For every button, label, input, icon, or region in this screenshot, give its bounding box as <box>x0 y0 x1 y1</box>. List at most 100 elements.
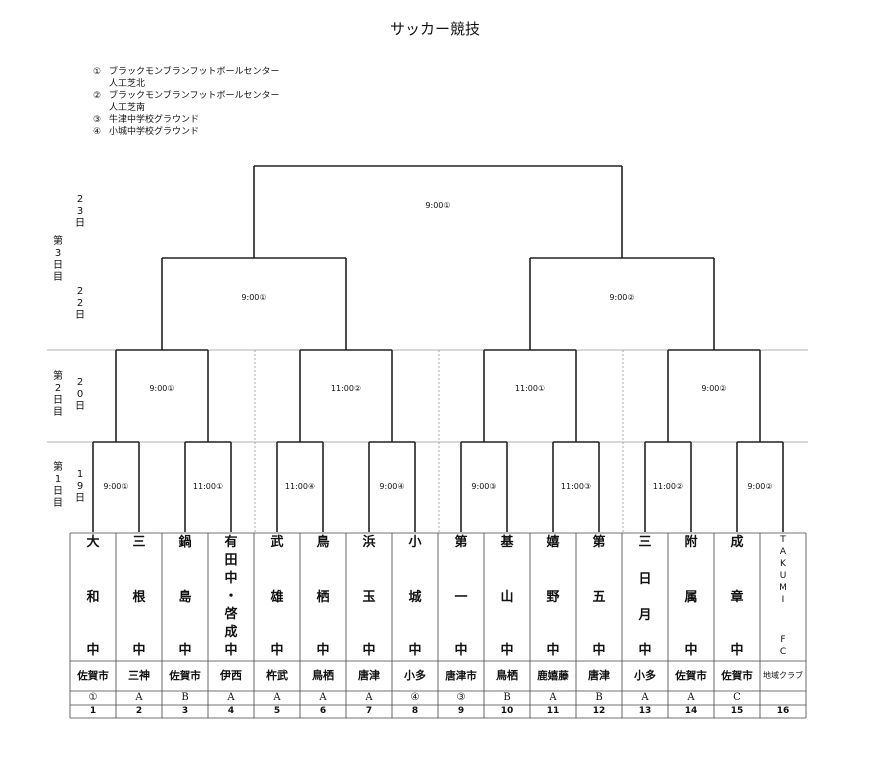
school-name-char: 三 <box>638 535 652 550</box>
school-name-char: 中 <box>86 643 100 658</box>
team-region: 佐賀市 <box>721 670 753 682</box>
school-name-char: 第 <box>592 535 606 550</box>
school-name: 三日月中 <box>622 533 668 661</box>
team-region: 佐賀市 <box>77 670 109 682</box>
team-venue-code: A <box>319 692 327 703</box>
team-region: 佐賀市 <box>169 670 201 682</box>
team-venue-code: B <box>595 692 603 703</box>
school-name-char: ・ <box>224 589 238 604</box>
school-name-char: 中 <box>132 643 146 658</box>
school-name-char: 小 <box>408 535 422 550</box>
school-name-char: 中 <box>500 643 514 658</box>
match-time-first-round: 11:00④ <box>284 482 316 491</box>
school-name-char: 城 <box>408 590 422 605</box>
school-name-char: 中 <box>224 643 238 658</box>
team-slot-number: 2 <box>135 706 143 716</box>
team-venue-code: A <box>227 692 235 703</box>
match-time-semi: 9:00② <box>609 293 635 302</box>
school-name-char: C <box>779 647 787 657</box>
school-name-char: 中 <box>408 643 422 658</box>
team-venue-code: ① <box>88 692 98 703</box>
school-name-char: 中 <box>270 643 284 658</box>
school-name: 三根中 <box>116 533 162 661</box>
team-region: 鳥栖 <box>312 669 334 682</box>
team-venue-code: C <box>733 692 741 703</box>
team-venue-code: A <box>641 692 649 703</box>
school-name-char: 基 <box>500 535 514 550</box>
team-slot-number: 7 <box>365 706 373 716</box>
team-venue-code: A <box>273 692 281 703</box>
school-name-char: 有 <box>224 535 238 550</box>
school-name-char: 田 <box>224 553 238 568</box>
school-name: 鍋島中 <box>162 533 208 661</box>
venue-number: ① <box>93 67 102 77</box>
school-name-char: 根 <box>132 590 146 605</box>
school-name: 浜玉中 <box>346 533 392 661</box>
team-region: 地域クラブ <box>763 671 803 680</box>
team-region: 鹿嬉藤 <box>537 670 569 682</box>
school-name-char: F <box>780 635 786 645</box>
school-name-char: 嬉 <box>546 535 560 550</box>
team-slot-number: 8 <box>411 706 419 716</box>
team-venue-code: A <box>687 692 695 703</box>
school-name-char: 中 <box>546 643 560 658</box>
venue-number: ④ <box>93 127 102 137</box>
match-time-semi: 9:00① <box>241 293 267 302</box>
team-region: 小多 <box>634 669 656 682</box>
team-slot-number: 10 <box>500 706 514 716</box>
team-slot-number: 11 <box>546 706 560 716</box>
team-region: 唐津 <box>358 669 380 682</box>
team-venue-code: B <box>181 692 189 703</box>
match-time-first-round: 9:00④ <box>379 482 405 491</box>
school-name-char: 中 <box>730 643 744 658</box>
school-name-char: T <box>780 535 786 545</box>
school-name: 附属中 <box>668 533 714 661</box>
school-name-char: A <box>779 547 787 557</box>
school-name-char: 玉 <box>362 590 376 605</box>
team-region: 小多 <box>404 669 426 682</box>
match-time-first-round: 9:00② <box>747 482 773 491</box>
venue-name: 牛津中学校グラウンド <box>109 115 200 125</box>
school-name: 第五中 <box>576 533 622 661</box>
team-region: 鳥栖 <box>496 669 518 682</box>
school-name-char: 中 <box>362 643 376 658</box>
school-name-char: 浜 <box>362 535 376 550</box>
team-slot-number: 14 <box>684 706 698 716</box>
school-name-char: 中 <box>684 643 698 658</box>
school-name-char: 大 <box>86 535 100 550</box>
school-name-char: 栖 <box>316 590 330 605</box>
team-region: 唐津 <box>588 669 610 682</box>
school-name-char: I <box>781 595 785 605</box>
school-name: 大和中 <box>70 533 116 661</box>
match-time-quarter: 11:00① <box>514 384 546 393</box>
match-time-first-round: 9:00③ <box>471 482 497 491</box>
team-slot-number: 9 <box>457 706 465 716</box>
team-slot-number: 12 <box>592 706 606 716</box>
school-name-char: 武 <box>270 535 284 550</box>
school-name-char: 一 <box>454 590 468 605</box>
venue-subname: 人工芝北 <box>109 79 146 89</box>
team-venue-code: B <box>503 692 511 703</box>
team-region: 伊西 <box>220 669 242 682</box>
school-name: 小城中 <box>392 533 438 661</box>
school-name-char: 島 <box>178 590 192 605</box>
match-time-quarter: 11:00② <box>330 384 362 393</box>
team-slot-number: 15 <box>730 706 744 716</box>
school-name-char: 章 <box>730 590 744 605</box>
school-name-char: 成 <box>224 625 238 640</box>
team-venue-code: ④ <box>410 692 420 703</box>
team-slot-number: 6 <box>319 706 327 716</box>
school-name-char: 月 <box>638 608 652 623</box>
team-venue-code: A <box>549 692 557 703</box>
school-name-char: M <box>779 583 787 593</box>
match-time-final: 9:00① <box>425 201 451 210</box>
